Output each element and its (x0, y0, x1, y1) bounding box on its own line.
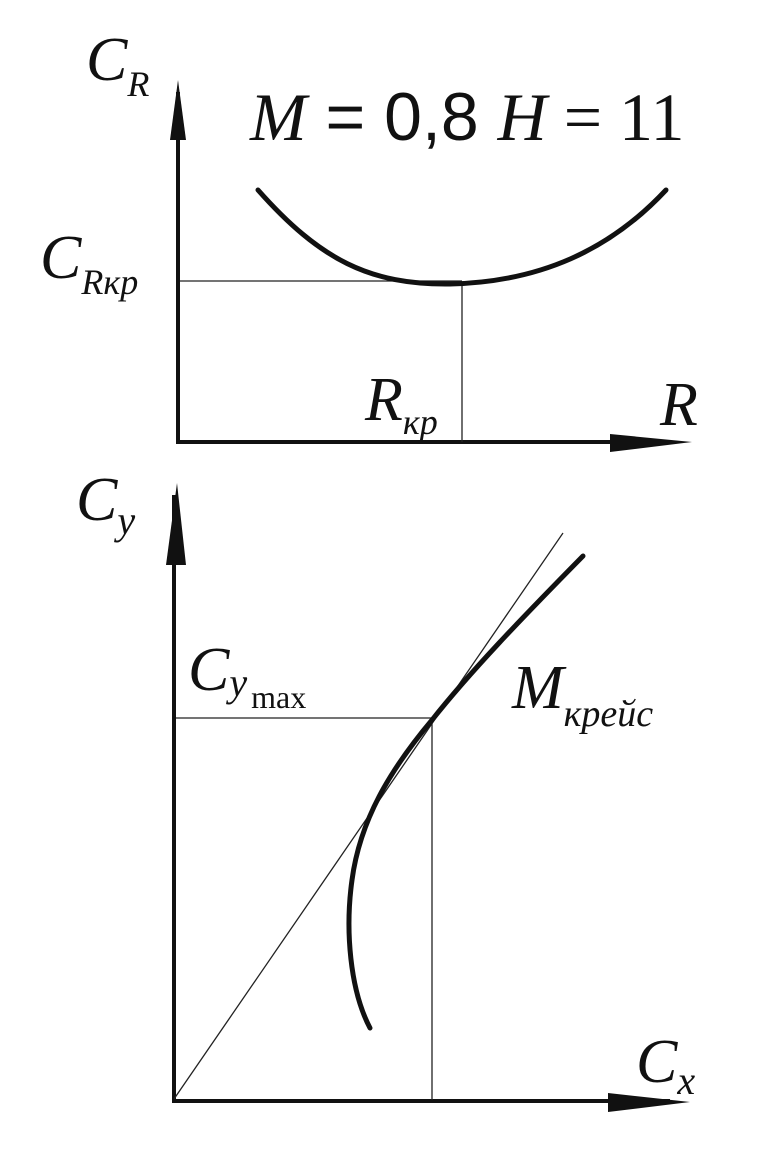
bottom-curve-label: Mкрейс (511, 654, 653, 735)
top-title-h: H (497, 79, 551, 155)
bottom-x-axis-label: Cx (636, 1028, 695, 1103)
top-y-mark-label: CRкр (40, 224, 138, 302)
bottom-curve (346, 553, 586, 1031)
bottom-y-mark-sub2: max (251, 679, 306, 715)
top-title-mach: = 0,8 (307, 79, 498, 155)
top-title: M = 0,8 H = 11 (249, 79, 685, 155)
bottom-x-arrowhead (608, 1093, 690, 1112)
top-x-mark-sub: кр (403, 402, 438, 442)
top-y-arrowhead (170, 80, 186, 140)
top-title-alt: = 11 (547, 79, 685, 155)
top-y-axis-label: CR (86, 26, 149, 104)
top-x-mark-label: Rкр (364, 366, 438, 442)
bottom-y-axis-main: C (76, 466, 118, 534)
top-x-arrowhead (610, 434, 692, 452)
top-y-axis-main: C (86, 26, 128, 94)
top-y-mark-sub: Rкр (80, 262, 138, 302)
top-curve (255, 187, 669, 287)
bottom-curve-label-main: M (511, 654, 567, 722)
bottom-y-axis-sub: y (113, 498, 135, 543)
top-y-axis-sub: R (126, 64, 149, 104)
bottom-y-axis-label: Cy (76, 466, 135, 543)
bottom-curve-label-sub: крейс (564, 693, 654, 735)
bottom-x-axis-sub: x (676, 1058, 695, 1103)
top-x-mark-main: R (364, 366, 403, 434)
bottom-y-mark-sub: y (225, 660, 247, 705)
bottom-y-arrowhead (166, 483, 186, 565)
bottom-y-mark-main: C (188, 636, 230, 704)
top-y-mark-main: C (40, 224, 82, 292)
top-x-axis-label: R (659, 371, 698, 439)
top-plot: M = 0,8 H = 11 CR CRкр Rкр R (40, 26, 698, 452)
top-title-m: M (249, 79, 310, 155)
bottom-x-axis-main: C (636, 1028, 678, 1096)
